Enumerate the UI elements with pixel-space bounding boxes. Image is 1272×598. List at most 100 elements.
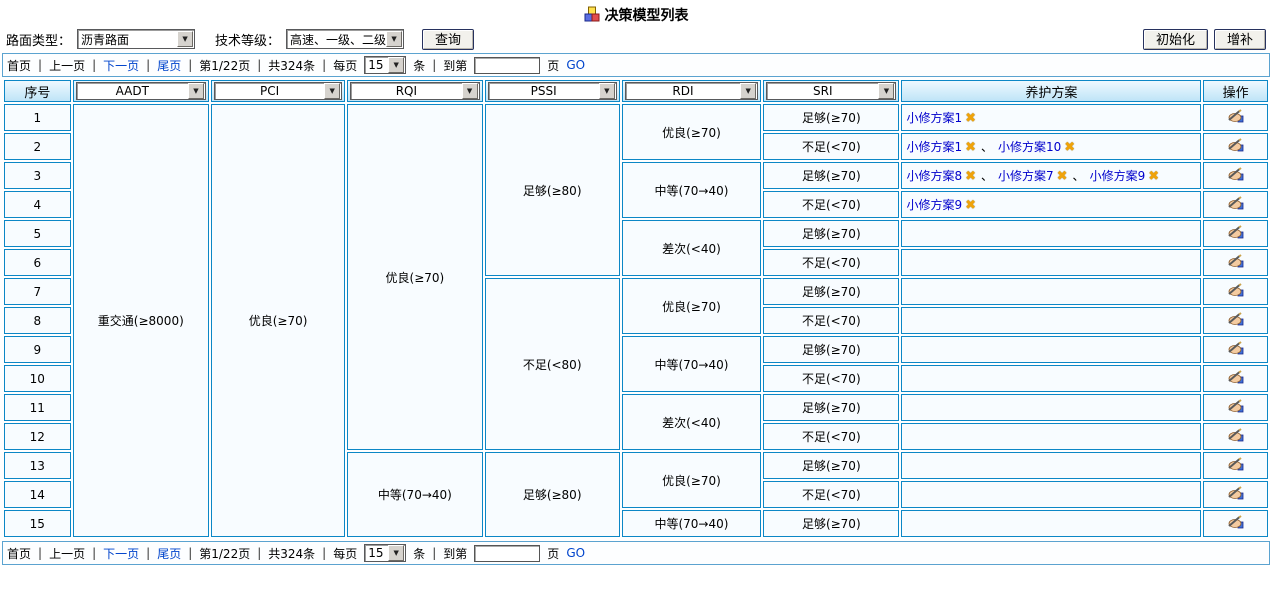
per-page-select[interactable]: 15 ▼	[364, 56, 407, 74]
edit-icon[interactable]	[1227, 341, 1245, 355]
edit-icon[interactable]	[1227, 138, 1245, 152]
filter-bar: 路面类型： 沥青路面 ▼ 技术等级： 高速、一级、二级 ▼ 查询 初始化 增补	[0, 26, 1272, 52]
op-cell[interactable]	[1203, 452, 1268, 479]
plan-link[interactable]: 小修方案1	[906, 140, 963, 154]
op-cell[interactable]	[1203, 423, 1268, 450]
plan-separator: 、	[980, 169, 993, 183]
chevron-down-icon[interactable]: ▼	[386, 31, 403, 47]
cell-rdi: 中等(70→40)	[621, 162, 762, 218]
op-cell[interactable]	[1203, 510, 1268, 537]
tech-grade-select[interactable]: 高速、一级、二级 ▼	[286, 29, 405, 49]
road-type-select[interactable]: 沥青路面 ▼	[77, 29, 196, 49]
edit-icon[interactable]	[1227, 515, 1245, 529]
prev-page-link[interactable]: 上一页	[49, 58, 86, 73]
sri-header: SRI ▼	[763, 80, 900, 102]
edit-icon[interactable]	[1227, 399, 1245, 413]
op-cell[interactable]	[1203, 336, 1268, 363]
op-cell[interactable]	[1203, 162, 1268, 189]
edit-icon[interactable]	[1227, 254, 1245, 268]
last-page-link[interactable]: 尾页	[157, 546, 182, 561]
aadt-select[interactable]: AADT ▼	[75, 82, 206, 100]
op-cell[interactable]	[1203, 481, 1268, 508]
plan-cell: 小修方案1✖、小修方案10✖	[901, 133, 1202, 160]
delete-icon[interactable]: ✖	[1064, 140, 1076, 155]
pagination-bar-bottom: 首页 | 上一页 | 下一页 | 尾页 | 第1/22页 | 共324条 | 每…	[2, 541, 1270, 565]
delete-icon[interactable]: ✖	[965, 169, 976, 184]
rqi-select[interactable]: RQI ▼	[350, 82, 480, 100]
edit-icon[interactable]	[1227, 457, 1245, 471]
first-page-link[interactable]: 首页	[7, 58, 32, 73]
op-cell[interactable]	[1203, 278, 1268, 305]
chevron-down-icon[interactable]: ▼	[388, 57, 405, 73]
aadt-select-value: AADT	[115, 84, 149, 98]
cell-rdi: 优良(≥70)	[621, 452, 762, 508]
first-page-link[interactable]: 首页	[7, 546, 32, 561]
goto-page-input[interactable]	[474, 56, 541, 74]
seq-cell: 12	[4, 423, 71, 450]
op-cell[interactable]	[1203, 133, 1268, 160]
delete-icon[interactable]: ✖	[1056, 169, 1068, 184]
chevron-down-icon[interactable]: ▼	[187, 83, 204, 99]
plan-link[interactable]: 小修方案9	[1089, 169, 1146, 183]
total-info: 共324条	[268, 546, 316, 561]
road-type-value: 沥青路面	[81, 32, 130, 47]
delete-icon[interactable]: ✖	[1148, 169, 1160, 184]
edit-icon[interactable]	[1227, 428, 1245, 442]
cell-sri: 足够(≥70)	[763, 104, 900, 131]
edit-icon[interactable]	[1227, 312, 1245, 326]
separator: |	[188, 546, 193, 560]
delete-icon[interactable]: ✖	[965, 198, 976, 213]
delete-icon[interactable]: ✖	[965, 140, 976, 155]
pssi-select[interactable]: PSSI ▼	[487, 82, 617, 100]
next-page-link[interactable]: 下一页	[103, 58, 140, 73]
edit-icon[interactable]	[1227, 370, 1245, 384]
go-link[interactable]: GO	[566, 546, 586, 560]
chevron-down-icon[interactable]: ▼	[177, 31, 194, 47]
plan-link[interactable]: 小修方案8	[906, 169, 963, 183]
edit-icon[interactable]	[1227, 225, 1245, 239]
query-button[interactable]: 查询	[422, 28, 475, 50]
last-page-link[interactable]: 尾页	[157, 58, 182, 73]
op-cell[interactable]	[1203, 191, 1268, 218]
op-cell[interactable]	[1203, 104, 1268, 131]
goto-page-input[interactable]	[474, 544, 541, 562]
delete-icon[interactable]: ✖	[965, 111, 976, 126]
edit-icon[interactable]	[1227, 167, 1245, 181]
op-cell[interactable]	[1203, 220, 1268, 247]
chevron-down-icon[interactable]: ▼	[598, 83, 615, 99]
plan-link[interactable]: 小修方案10	[998, 140, 1062, 154]
plan-link[interactable]: 小修方案1	[906, 111, 963, 125]
chevron-down-icon[interactable]: ▼	[388, 545, 405, 561]
rdi-select[interactable]: RDI ▼	[624, 82, 759, 100]
per-page-select[interactable]: 15 ▼	[364, 544, 407, 562]
edit-icon[interactable]	[1227, 109, 1245, 123]
append-button[interactable]: 增补	[1213, 28, 1266, 50]
sri-select[interactable]: SRI ▼	[766, 82, 897, 100]
chevron-down-icon[interactable]: ▼	[324, 83, 341, 99]
edit-icon[interactable]	[1227, 283, 1245, 297]
plan-link[interactable]: 小修方案9	[906, 198, 963, 212]
separator: |	[257, 546, 262, 560]
next-page-link[interactable]: 下一页	[103, 546, 140, 561]
pci-select[interactable]: PCI ▼	[213, 82, 343, 100]
init-button[interactable]: 初始化	[1142, 28, 1208, 50]
plan-cell	[901, 423, 1202, 450]
edit-icon[interactable]	[1227, 486, 1245, 500]
chevron-down-icon[interactable]: ▼	[461, 83, 478, 99]
separator: |	[92, 58, 97, 72]
op-cell[interactable]	[1203, 365, 1268, 392]
cell-sri: 不足(<70)	[763, 133, 900, 160]
edit-icon[interactable]	[1227, 196, 1245, 210]
op-cell[interactable]	[1203, 394, 1268, 421]
op-cell[interactable]	[1203, 307, 1268, 334]
go-link[interactable]: GO	[566, 58, 586, 72]
chevron-down-icon[interactable]: ▼	[740, 83, 757, 99]
chevron-down-icon[interactable]: ▼	[878, 83, 895, 99]
prev-page-link[interactable]: 上一页	[49, 546, 86, 561]
plan-link[interactable]: 小修方案7	[998, 169, 1054, 183]
op-cell[interactable]	[1203, 249, 1268, 276]
